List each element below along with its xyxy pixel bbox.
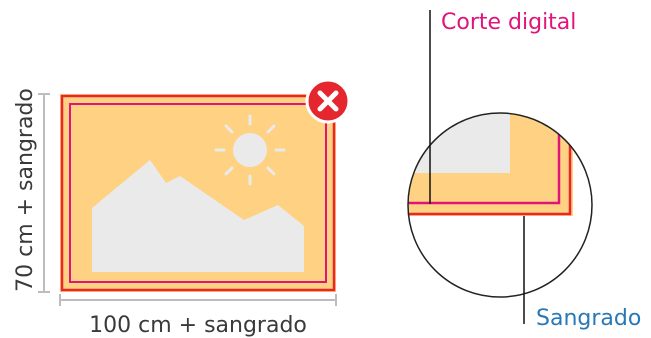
width-dimension-line <box>59 294 337 306</box>
zoom-placeholder-shape <box>408 113 510 173</box>
sun-icon <box>214 114 286 186</box>
close-icon <box>317 90 339 112</box>
height-dimension-line <box>38 93 50 293</box>
bleed-line <box>60 94 336 292</box>
zoom-view <box>407 112 593 298</box>
zoom-cut-line <box>408 113 561 205</box>
zoom-circle <box>407 112 593 298</box>
mountains-icon <box>92 160 304 272</box>
error-badge <box>305 78 351 124</box>
height-label: 70 cm + sangrado <box>13 88 38 292</box>
artwork <box>60 94 336 292</box>
cut-label: Corte digital <box>441 10 577 35</box>
bleed-label: Sangrado <box>536 306 642 331</box>
zoom-bleed-line <box>408 113 572 216</box>
width-label: 100 cm + sangrado <box>89 313 307 338</box>
cut-line <box>69 103 327 283</box>
